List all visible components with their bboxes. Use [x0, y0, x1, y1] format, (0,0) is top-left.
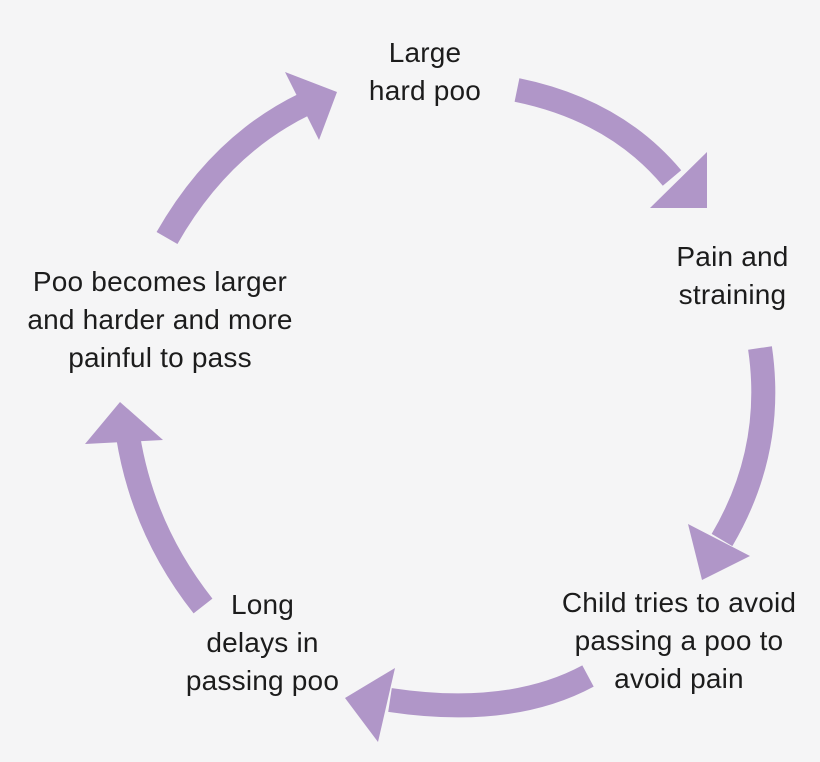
node-line: passing poo [185, 665, 340, 696]
arrow-poo-to-large [156, 72, 337, 244]
arrow-child-to-delay [345, 665, 594, 742]
node-line: delays in [206, 627, 319, 658]
node-line: Large [388, 37, 462, 68]
node-line: straining [678, 279, 787, 310]
node-line: Pain and [676, 241, 789, 272]
arrow-delay-to-poo [85, 402, 213, 614]
node-line: Child tries to avoid [561, 587, 797, 618]
node-long-delays: Long delays in passing poo [170, 586, 355, 700]
node-pain-and-straining: Pain and straining [650, 238, 815, 314]
node-line: passing a poo to [574, 625, 784, 656]
node-line: and harder and more [27, 304, 293, 335]
node-poo-becomes-larger: Poo becomes larger and harder and more p… [5, 263, 315, 377]
node-line: painful to pass [68, 342, 252, 373]
node-line: Poo becomes larger [32, 266, 288, 297]
node-line: avoid pain [614, 663, 744, 694]
arrow-large-to-pain [514, 78, 707, 208]
arrow-pain-to-child [688, 346, 776, 580]
node-line: Long [230, 589, 295, 620]
node-line: hard poo [368, 75, 482, 106]
node-large-hard-poo: Large hard poo [330, 34, 520, 110]
node-child-tries-to-avoid: Child tries to avoid passing a poo to av… [540, 584, 818, 698]
